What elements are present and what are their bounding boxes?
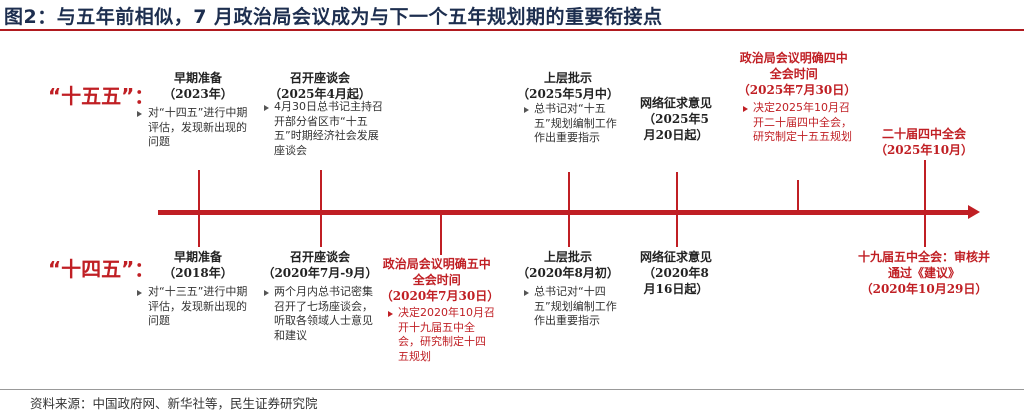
bottom-event-symposium-note: 两个月内总书记密集召开了七场座谈会，听取各领域人士意见和建议: [274, 285, 373, 342]
top-event-symposium: 召开座谈会 （2025年4月起）: [269, 70, 371, 102]
event-title: 召开座谈会: [289, 250, 350, 264]
tick-top-1: [198, 170, 200, 212]
figure-title: 图2：与五年前相似，7 月政治局会议成为与下一个五年规划期的重要衔接点: [4, 6, 663, 28]
bullet-arrow-icon: [137, 111, 142, 117]
bottom-event-online-feedback: 网络征求意见 （2020年8月16日起）: [639, 249, 713, 297]
event-date: （2020年10月29日）: [860, 282, 988, 296]
bottom-event-fifth-plenum: 十九届五中全会：审核并通过《建议》 （2020年10月29日）: [854, 249, 994, 297]
tick-bottom-4: [568, 213, 570, 247]
tick-top-5: [797, 180, 799, 212]
bullet-arrow-icon: [524, 107, 529, 113]
top-event-online-feedback: 网络征求意见 （2025年5月20日起）: [639, 95, 713, 143]
bottom-event-politburo-meeting: 政治局会议明确五中全会时间 （2020年7月30日）: [381, 256, 499, 304]
event-title: 网络征求意见: [639, 250, 712, 264]
event-date: （2023年）: [163, 87, 233, 101]
event-date: （2020年8月初）: [517, 266, 619, 280]
tick-top-6: [924, 160, 926, 212]
bullet-arrow-icon: [388, 311, 393, 317]
tick-bottom-1: [198, 213, 200, 247]
event-date: （2025年4月起）: [269, 87, 371, 101]
event-date: （2025年5月20日起）: [643, 112, 709, 142]
event-title: 二十届四中全会: [881, 127, 967, 141]
event-date: （2025年10月）: [874, 143, 974, 157]
event-date: （2018年）: [163, 266, 233, 280]
timeline-axis: [158, 210, 970, 215]
bottom-event-instruction-note: 总书记对“十四五”规划编制工作作出重要指示: [534, 285, 617, 328]
top-event-politburo-meeting: 政治局会议明确四中全会时间 （2025年7月30日）: [738, 50, 856, 98]
event-date: （2020年7月-9月）: [262, 266, 378, 280]
event-title: 上层批示: [543, 250, 592, 264]
event-title: 早期准备: [173, 71, 222, 85]
event-title: 召开座谈会: [289, 71, 350, 85]
row-label-bottom: “十四五”：: [48, 257, 155, 281]
event-date: （2020年7月30日）: [380, 289, 500, 303]
tick-bottom-3: [440, 213, 442, 255]
bullet-arrow-icon: [743, 106, 748, 112]
bottom-event-politburo-meeting-note: 决定2020年10月召开十九届五中全会，研究制定十四五规划: [398, 306, 495, 363]
top-event-early-prep: 早期准备 （2023年）: [163, 70, 232, 102]
bullet-arrow-icon: [524, 290, 529, 296]
tick-bottom-5: [676, 213, 678, 247]
source-note: 资料来源：中国政府网、新华社等，民生证券研究院: [30, 396, 318, 411]
top-event-politburo-meeting-note: 决定2025年10月召开二十届四中全会，研究制定十五五规划: [753, 101, 852, 144]
footer-divider: [0, 389, 1024, 390]
top-event-instruction-note: 总书记对“十五五”规划编制工作作出重要指示: [534, 102, 617, 145]
title-divider: [0, 29, 1024, 31]
bottom-event-early-prep-note: 对“十三五”进行中期评估，发现新出现的问题: [148, 285, 248, 328]
top-event-fourth-plenum: 二十届四中全会 （2025年10月）: [875, 126, 973, 158]
tick-top-3: [568, 172, 570, 212]
tick-bottom-6: [924, 213, 926, 247]
bullet-arrow-icon: [264, 105, 269, 111]
event-title: 网络征求意见: [639, 96, 712, 110]
top-event-instruction: 上层批示 （2025年5月中）: [517, 70, 619, 102]
bullet-arrow-icon: [137, 290, 142, 296]
row-label-top: “十五五”：: [48, 84, 155, 108]
bottom-event-early-prep: 早期准备 （2018年）: [163, 249, 232, 281]
top-event-early-prep-note: 对“十四五”进行中期评估，发现新出现的问题: [148, 106, 248, 149]
event-title: 政治局会议明确五中全会时间: [382, 257, 491, 287]
tick-bottom-2: [320, 213, 322, 247]
tick-top-4: [676, 172, 678, 212]
bottom-event-instruction: 上层批示 （2020年8月初）: [517, 249, 619, 281]
event-title: 政治局会议明确四中全会时间: [739, 51, 848, 81]
timeline-arrow-head: [968, 205, 980, 219]
event-title: 十九届五中全会：审核并通过《建议》: [857, 250, 990, 280]
event-date: （2020年8月16日起）: [643, 266, 709, 296]
event-date: （2025年7月30日）: [737, 83, 857, 97]
bottom-event-symposium: 召开座谈会 （2020年7月-9月）: [262, 249, 377, 281]
event-title: 早期准备: [173, 250, 222, 264]
tick-top-2: [320, 170, 322, 212]
bullet-arrow-icon: [264, 290, 269, 296]
top-event-symposium-note: 4月30日总书记主持召开部分省区市“十五五”时期经济社会发展座谈会: [274, 100, 383, 157]
event-title: 上层批示: [543, 71, 592, 85]
event-date: （2025年5月中）: [517, 87, 619, 101]
